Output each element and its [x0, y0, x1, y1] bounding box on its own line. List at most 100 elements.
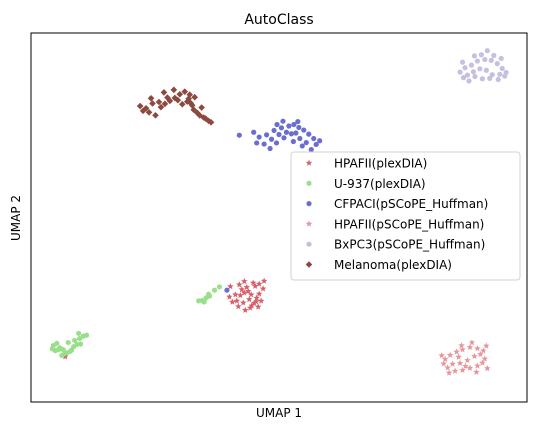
data-point: [440, 360, 447, 367]
data-point: [278, 125, 285, 131]
data-point: [481, 355, 489, 362]
data-point: [455, 353, 462, 360]
legend: HPAFII(plexDIA)U-937(plexDIA)CFPACI(pSCo…: [290, 151, 521, 281]
data-point: [482, 56, 488, 63]
data-point: [256, 134, 262, 140]
data-point: [297, 135, 303, 142]
data-point: [229, 298, 236, 305]
data-point: [491, 52, 497, 59]
data-point: [484, 48, 490, 54]
data-point: [237, 291, 244, 299]
chart-title: AutoClass: [244, 12, 313, 28]
data-point: [446, 351, 454, 358]
data-point: [233, 297, 241, 304]
data-point: [499, 65, 505, 72]
data-point: [174, 96, 182, 104]
data-point: [267, 145, 273, 152]
legend-label-3: HPAFII(pSCoPE_Huffman): [334, 217, 484, 231]
data-point: [139, 107, 147, 115]
data-point: [78, 341, 84, 347]
legend-label-4: BxPC3(pSCoPE_Huffman): [334, 238, 485, 252]
series-0: [61, 277, 268, 360]
data-point: [479, 359, 486, 366]
legend-box: [290, 151, 521, 281]
data-point: [462, 65, 468, 71]
plot-points: [49, 48, 509, 376]
data-point: [259, 285, 267, 292]
data-point: [69, 347, 75, 353]
data-point: [257, 297, 265, 304]
x-axis-label: UMAP 1: [256, 406, 302, 420]
data-point: [502, 73, 508, 79]
data-point: [444, 364, 451, 371]
data-point: [273, 140, 280, 146]
data-point: [495, 76, 501, 83]
legend-marker-2: [306, 201, 312, 207]
data-point: [483, 342, 490, 349]
data-point: [161, 100, 169, 108]
data-point: [181, 88, 189, 95]
data-point: [466, 343, 474, 351]
data-point: [166, 97, 174, 105]
data-point: [196, 111, 203, 119]
data-point: [299, 143, 305, 149]
data-point: [188, 102, 196, 109]
data-point: [60, 346, 66, 353]
data-point: [251, 282, 259, 289]
data-point: [462, 362, 469, 369]
data-point: [480, 347, 487, 354]
data-point: [241, 277, 248, 285]
data-point: [268, 136, 275, 142]
data-point: [253, 294, 260, 301]
data-point: [468, 339, 476, 346]
data-point: [200, 114, 207, 121]
data-point: [176, 90, 184, 98]
data-point: [457, 69, 463, 75]
data-point: [201, 299, 207, 305]
legend-label-1: U-937(plexDIA): [334, 177, 426, 191]
data-point: [472, 73, 478, 80]
data-point: [478, 52, 484, 58]
data-point: [240, 299, 247, 306]
data-point: [311, 135, 317, 142]
data-point: [198, 104, 205, 111]
data-point: [290, 138, 296, 145]
data-point: [470, 69, 477, 75]
data-point: [84, 332, 89, 339]
data-point: [236, 132, 242, 138]
data-point: [459, 59, 466, 65]
data-point: [155, 98, 163, 106]
data-point: [147, 95, 155, 102]
data-point: [466, 78, 472, 84]
data-point: [227, 283, 234, 290]
data-point: [464, 356, 471, 364]
data-point: [59, 352, 65, 359]
data-point: [468, 62, 475, 68]
data-point: [479, 76, 485, 82]
data-point: [474, 58, 480, 64]
data-point: [247, 291, 255, 298]
data-point: [303, 139, 309, 146]
data-point: [291, 121, 297, 128]
data-point: [160, 89, 168, 96]
data-point: [451, 367, 459, 374]
data-point: [245, 287, 252, 295]
data-point: [464, 72, 471, 78]
series-5: [136, 86, 215, 126]
data-point: [136, 102, 144, 110]
legend-label-2: CFPACI(pSCoPE_Huffman): [334, 197, 488, 211]
data-point: [196, 298, 202, 304]
data-point: [296, 124, 302, 131]
data-point: [295, 118, 301, 125]
data-point: [306, 131, 312, 137]
data-point: [293, 130, 299, 136]
data-point: [142, 104, 150, 112]
legend-marker-5: [305, 261, 313, 268]
data-point: [191, 93, 198, 101]
legend-marker-0: [305, 159, 313, 166]
data-point: [280, 118, 286, 124]
data-point: [471, 53, 478, 59]
data-point: [157, 103, 165, 111]
data-point: [242, 306, 249, 313]
